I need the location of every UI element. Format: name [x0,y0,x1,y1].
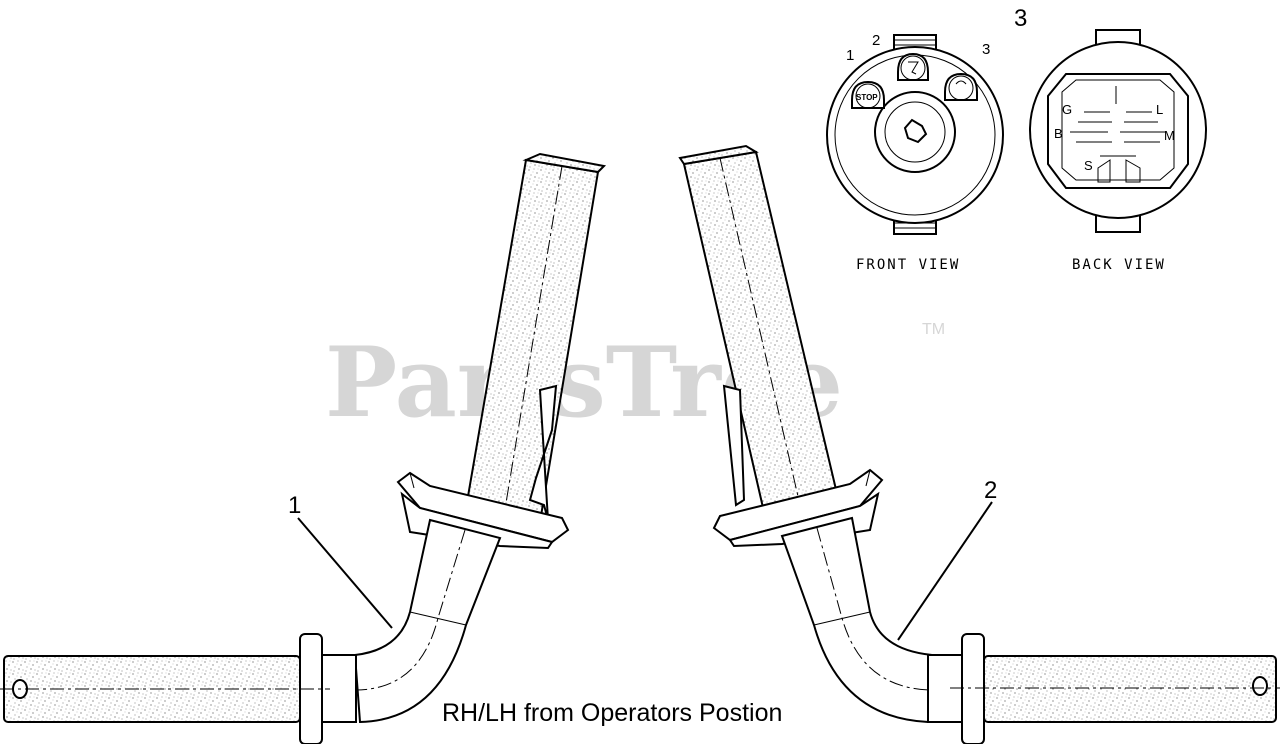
callout-2: 2 [984,477,997,504]
terminal-g-label: G [1062,102,1072,117]
ignition-switch-front-view: STOP 1 2 3 [826,32,1004,235]
watermark-trademark: TM [922,321,945,338]
ignition-switch-back-view: G L B M S [1029,29,1207,233]
diagram-caption: RH/LH from Operators Postion [442,699,782,727]
rh-horizontal-grip [0,655,330,723]
lh-collar [927,633,985,744]
terminal-s-label: S [1084,158,1093,173]
lh-lower-tube [780,516,934,724]
leader-line-2 [897,501,993,641]
rh-lower-tube [353,518,502,724]
terminal-b-label: B [1054,126,1063,141]
callout-3: 3 [1014,5,1027,32]
terminal-l-label: L [1156,102,1163,117]
terminal-m-label: M [1164,128,1175,143]
position-2-label: 2 [872,32,880,49]
lh-horizontal-grip [950,655,1280,723]
callout-1: 1 [288,492,301,519]
position-3-label: 3 [982,41,990,58]
rh-steering-lever [0,152,607,744]
lh-steering-lever [678,144,1280,744]
leader-line-1 [297,517,393,629]
stop-label: STOP [856,93,878,102]
front-view-label: FRONT VIEW [856,257,960,273]
back-view-label: BACK VIEW [1072,257,1166,273]
position-1-label: 1 [846,47,854,64]
